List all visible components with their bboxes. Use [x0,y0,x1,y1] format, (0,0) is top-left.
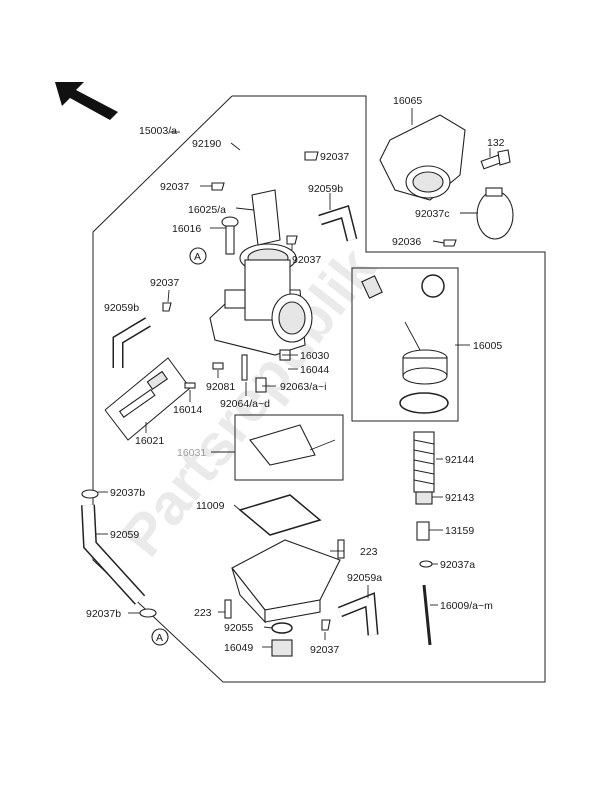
intake-duct-16065 [379,114,466,201]
vent-tube-92190 [235,98,305,195]
label-16065: 16065 [393,95,422,107]
label-16005: 16005 [473,340,502,352]
bolt-92064 [241,354,248,381]
label-16044: 16044 [300,364,329,376]
direction-arrow-icon [55,82,118,120]
label-92063: 92063/a~i [280,381,326,393]
clip-92037-left2 [162,302,172,312]
label-16025a: 16025/a [188,204,226,216]
label-11009: 11009 [196,500,225,512]
label-92059b-right: 92059b [308,183,343,195]
bolt-132 [480,149,511,170]
nut-92143 [415,491,433,505]
screw-223-right [337,539,345,559]
label-92059a: 92059a [347,572,382,584]
label-13159: 13159 [445,525,474,537]
clip-92037-mid [286,235,298,245]
label-92037-left: 92037 [160,181,189,193]
label-16009: 16009/a~m [440,600,493,612]
label-92081: 92081 [206,381,235,393]
clip-92037-left [211,182,225,191]
label-223-left: 223 [194,607,212,619]
callout-a-top: A [189,247,207,265]
clip-13159 [416,521,430,541]
label-92037b-top: 92037b [110,487,145,499]
clip-92037-bottom [321,619,331,631]
pilot-screw-16021 [118,370,169,418]
spring-92144 [413,431,435,493]
label-92059: 92059 [110,529,139,541]
gasket-11009 [238,494,322,536]
screw-92063 [255,377,267,393]
clip-92037b-top [81,489,99,499]
float-subassembly-box [234,414,344,481]
label-132: 132 [487,137,505,149]
clip-92037a [419,560,433,568]
callout-a-bottom: A [151,628,169,646]
label-92144: 92144 [445,454,474,466]
float-bowl [231,539,341,624]
needle-16009 [422,584,432,646]
clip-92036 [443,239,457,247]
label-16031: 16031 [177,447,206,459]
svg-text:A: A [156,632,163,644]
float-16031 [249,424,336,466]
cover-16025a [251,189,281,246]
tube-92059b-left [112,317,151,368]
label-92059b-left: 92059b [104,302,139,314]
label-92037-top: 92037 [320,151,349,163]
screw-16014 [184,382,196,389]
clip-92037-top [304,151,319,161]
screw-92081 [212,362,224,370]
tube-92059b-right [318,204,358,242]
label-16021: 16021 [135,435,164,447]
tube-92059 [81,504,146,605]
tube-92059a [337,592,379,636]
label-92055: 92055 [224,622,253,634]
cap-assembly-16005 [361,274,449,414]
clip-92037b-bottom [139,608,157,618]
float-chamber-cap-box [351,267,459,422]
label-92036: 92036 [392,236,421,248]
label-92037-mid: 92037 [292,254,321,266]
label-92037c: 92037c [415,208,449,220]
label-16016: 16016 [172,223,201,235]
label-16049: 16049 [224,642,253,654]
label-92037-bottom: 92037 [310,644,339,656]
assembly-frame [92,95,546,683]
label-92143: 92143 [445,492,474,504]
label-16014: 16014 [173,404,202,416]
screw-223-left [224,599,232,619]
label-92064: 92064/a~d [220,398,270,410]
plug-16049 [271,639,293,657]
label-15003a: 15003/a [139,125,177,137]
label-223-right: 223 [360,546,378,558]
gear-icon [421,274,445,298]
leader-lines [96,108,491,648]
label-92037a: 92037a [440,559,475,571]
svg-text:A: A [194,251,201,263]
clamp-92037c [476,187,514,240]
label-92190: 92190 [192,138,221,150]
label-16030: 16030 [300,350,329,362]
carburetor-body [209,243,313,356]
label-92037b-bottom: 92037b [86,608,121,620]
screw-16016 [221,216,239,255]
oring-92055 [271,622,293,634]
label-92037-left2: 92037 [150,277,179,289]
